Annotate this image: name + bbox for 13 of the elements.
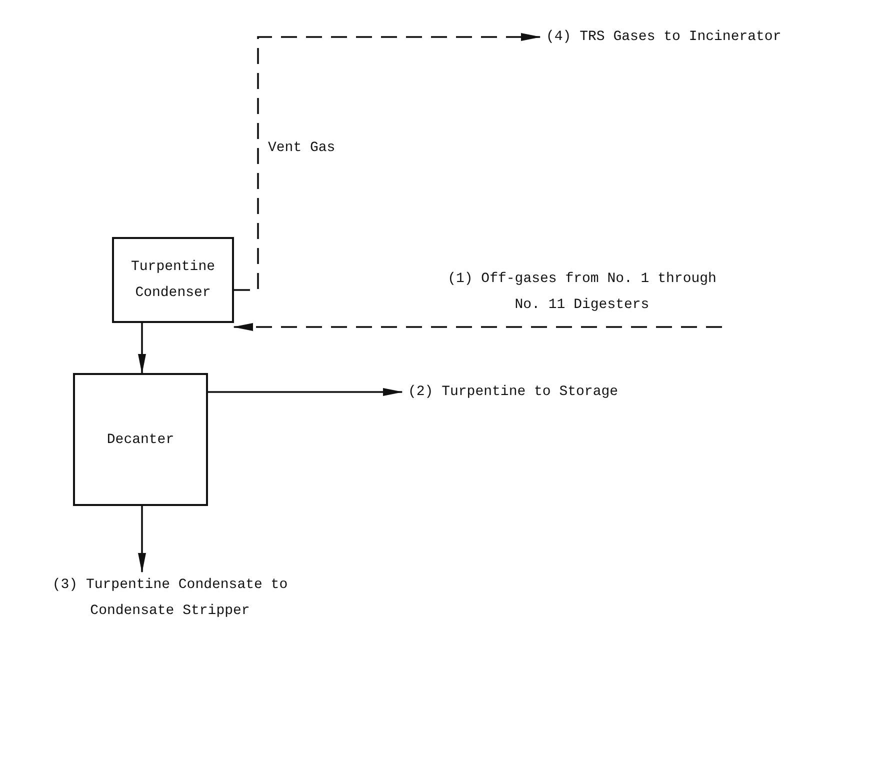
arrow	[208, 388, 403, 396]
box-label: Turpentine Condenser	[130, 258, 216, 303]
dashed-arrow	[233, 323, 722, 331]
arrow	[138, 323, 146, 374]
process-box	[112, 237, 234, 323]
stream-label: (3) Turpentine Condensate to Condensate Stripper	[51, 576, 289, 621]
stream-label: (4) TRS Gases to Incinerator	[546, 28, 782, 47]
stream-label: (2) Turpentine to Storage	[408, 383, 618, 402]
process-box	[73, 373, 208, 506]
dashed-arrow	[234, 33, 541, 291]
arrow	[138, 506, 146, 573]
box-label: Decanter	[106, 430, 174, 450]
stream-label: (1) Off-gases from No. 1 through No. 11 Digesters	[446, 270, 718, 315]
